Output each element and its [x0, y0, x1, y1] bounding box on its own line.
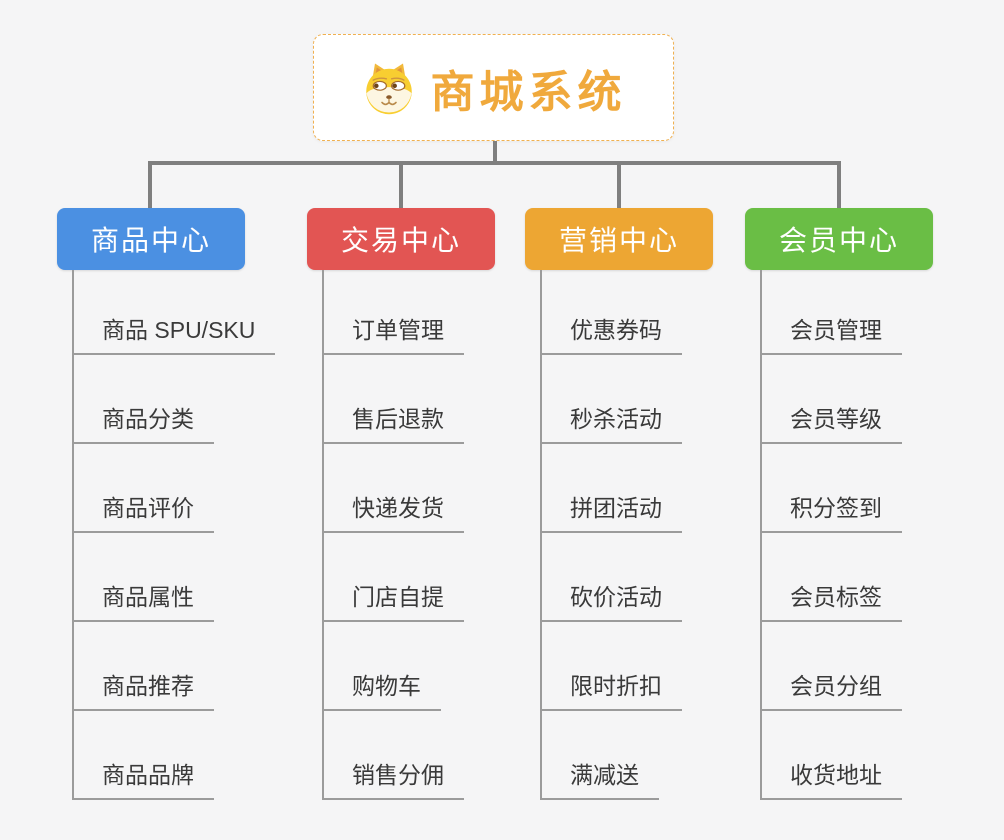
branch-header-3[interactable]: 营销中心 — [525, 208, 713, 270]
branch-item[interactable]: 订单管理 — [322, 315, 464, 355]
connector-root-stub — [493, 141, 497, 163]
connector-stub-3 — [617, 163, 621, 208]
branch-line — [72, 270, 74, 800]
branch-column: 交易中心 订单管理售后退款快递发货门店自提购物车销售分佣 — [307, 208, 547, 808]
root-title: 商城系统 — [430, 67, 627, 117]
branch-item[interactable]: 会员等级 — [760, 404, 902, 444]
branch-item[interactable]: 销售分佣 — [322, 760, 464, 800]
branch-line — [322, 270, 324, 800]
branch-item[interactable]: 收货地址 — [760, 760, 902, 800]
connector-stub-2 — [399, 163, 403, 208]
branch-item[interactable]: 满减送 — [540, 760, 659, 800]
branch-item[interactable]: 门店自提 — [322, 582, 464, 622]
branch-item[interactable]: 会员分组 — [760, 671, 902, 711]
branch-header-4[interactable]: 会员中心 — [745, 208, 933, 270]
branch-item[interactable]: 商品推荐 — [72, 671, 214, 711]
branch-header-2[interactable]: 交易中心 — [307, 208, 495, 270]
branch-column: 营销中心 优惠券码秒杀活动拼团活动砍价活动限时折扣满减送 — [525, 208, 765, 808]
branch-item[interactable]: 商品 SPU/SKU — [72, 315, 276, 355]
branch-item[interactable]: 秒杀活动 — [540, 404, 682, 444]
branch-item[interactable]: 砍价活动 — [540, 582, 682, 622]
branch-line — [760, 270, 762, 800]
branch-item[interactable]: 商品属性 — [72, 582, 214, 622]
branch-column: 会员中心 会员管理会员等级积分签到会员标签会员分组收货地址 — [745, 208, 985, 808]
connector-stub-1 — [148, 163, 152, 208]
branch-item[interactable]: 拼团活动 — [540, 493, 682, 533]
branch-item[interactable]: 限时折扣 — [540, 671, 682, 711]
branch-item[interactable]: 会员管理 — [760, 315, 902, 355]
branch-item[interactable]: 商品评价 — [72, 493, 214, 533]
branch-item[interactable]: 优惠券码 — [540, 315, 682, 355]
dog-icon — [365, 63, 412, 114]
root-node[interactable]: 商城系统 — [313, 34, 674, 141]
branch-item[interactable]: 快递发货 — [322, 493, 464, 533]
branch-item[interactable]: 商品分类 — [72, 404, 214, 444]
branch-item[interactable]: 会员标签 — [760, 582, 902, 622]
branch-item[interactable]: 购物车 — [322, 671, 441, 711]
branch-item[interactable]: 积分签到 — [760, 493, 902, 533]
connector-stub-4 — [837, 163, 841, 208]
connector-horizontal — [148, 161, 841, 165]
branch-item[interactable]: 售后退款 — [322, 404, 464, 444]
branch-line — [540, 270, 542, 800]
branch-item[interactable]: 商品品牌 — [72, 760, 214, 800]
branch-header-1[interactable]: 商品中心 — [57, 208, 245, 270]
branch-column: 商品中心 商品 SPU/SKU 商品分类商品评价商品属性商品推荐商品品牌 — [57, 208, 297, 808]
